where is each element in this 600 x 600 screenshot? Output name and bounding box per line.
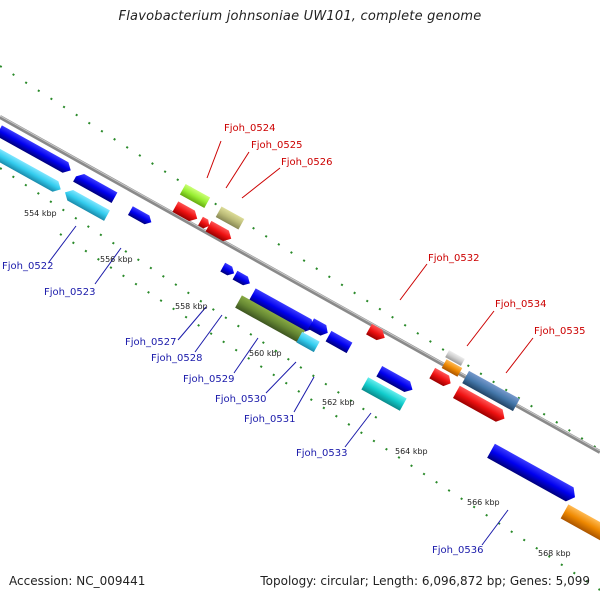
kbp-label-564: 564 kbp bbox=[395, 447, 428, 456]
tick-row-outer bbox=[0, 65, 600, 451]
gene-label-fjoh-0532[interactable]: Fjoh_0532 bbox=[428, 253, 479, 264]
gene-fjoh-0522b[interactable] bbox=[73, 171, 118, 203]
gene-fjoh-0531[interactable] bbox=[308, 318, 330, 338]
gene-fjoh-0523[interactable] bbox=[0, 144, 64, 194]
gene-fjoh-0534[interactable] bbox=[441, 359, 463, 377]
kbp-label-568: 568 kbp bbox=[538, 549, 571, 558]
kbp-label-562: 562 kbp bbox=[322, 398, 355, 407]
kbp-label-556: 556 kbp bbox=[100, 255, 133, 264]
gene-label-fjoh-0527[interactable]: Fjoh_0527 bbox=[125, 337, 176, 348]
gene-label-fjoh-0522[interactable]: Fjoh_0522 bbox=[2, 261, 53, 272]
gene-fjoh-0529[interactable] bbox=[235, 295, 305, 343]
gene-fjoh-0535[interactable] bbox=[462, 370, 520, 412]
gene-fjoh-0525b[interactable] bbox=[198, 216, 212, 231]
accession-text: Accession: NC_009441 bbox=[9, 574, 146, 588]
gene-fjoh-0522[interactable] bbox=[0, 125, 74, 175]
kbp-label-554: 554 kbp bbox=[24, 209, 57, 218]
gene-label-fjoh-0531[interactable]: Fjoh_0531 bbox=[244, 414, 295, 425]
gene-label-fjoh-0533[interactable]: Fjoh_0533 bbox=[296, 448, 347, 459]
gene-red-small-b[interactable] bbox=[205, 220, 235, 244]
gene-label-fjoh-0528[interactable]: Fjoh_0528 bbox=[151, 353, 202, 364]
kbp-label-560: 560 kbp bbox=[249, 349, 282, 358]
tick-row-mid bbox=[0, 167, 381, 421]
gene-fjoh-0524[interactable] bbox=[179, 183, 211, 209]
gene-label-fjoh-0535[interactable]: Fjoh_0535 bbox=[534, 326, 585, 337]
gene-fjoh-0529-blue[interactable] bbox=[248, 288, 317, 334]
leader-lines bbox=[48, 140, 534, 546]
gene-fjoh-0536[interactable] bbox=[487, 443, 579, 505]
gene-fjoh-0532[interactable] bbox=[366, 323, 388, 343]
gene-label-fjoh-0530[interactable]: Fjoh_0530 bbox=[215, 394, 266, 405]
gene-fjoh-0533-blue[interactable] bbox=[376, 366, 415, 395]
gene-fjoh-0533[interactable] bbox=[361, 377, 407, 411]
tick-row-inner bbox=[59, 233, 600, 591]
topology-text: Topology: circular; Length: 6,096,872 bp… bbox=[260, 574, 590, 588]
gene-fjoh-0530[interactable] bbox=[296, 331, 320, 353]
gene-red-c[interactable] bbox=[429, 367, 453, 389]
gene-small-blue-a[interactable] bbox=[127, 206, 154, 226]
gene-label-fjoh-0534[interactable]: Fjoh_0534 bbox=[495, 299, 546, 310]
kbp-label-558: 558 kbp bbox=[175, 302, 208, 311]
gene-label-fjoh-0523[interactable]: Fjoh_0523 bbox=[44, 287, 95, 298]
gene-fjoh-0526[interactable] bbox=[215, 206, 245, 230]
gene-fjoh-0528[interactable] bbox=[232, 270, 253, 288]
map-title: Flavobacterium johnsoniae UW101, complet… bbox=[118, 9, 482, 24]
gene-label-fjoh-0526[interactable]: Fjoh_0526 bbox=[281, 157, 332, 168]
gene-fjoh-0536-next[interactable] bbox=[560, 504, 600, 547]
gene-fjoh-0525[interactable] bbox=[172, 201, 200, 224]
gene-label-fjoh-0525[interactable]: Fjoh_0525 bbox=[251, 140, 302, 151]
gene-fjoh-0534-grey[interactable] bbox=[445, 350, 465, 366]
gene-fjoh-0531b[interactable] bbox=[325, 330, 353, 354]
gene-fjoh-0523b[interactable] bbox=[62, 187, 110, 221]
gene-fjoh-0527[interactable] bbox=[220, 262, 236, 278]
gene-red-d[interactable] bbox=[452, 385, 508, 425]
gene-label-fjoh-0524[interactable]: Fjoh_0524 bbox=[224, 123, 275, 134]
kbp-label-566: 566 kbp bbox=[467, 498, 500, 507]
gene-label-fjoh-0536[interactable]: Fjoh_0536 bbox=[432, 545, 483, 556]
gene-label-fjoh-0529[interactable]: Fjoh_0529 bbox=[183, 374, 234, 385]
